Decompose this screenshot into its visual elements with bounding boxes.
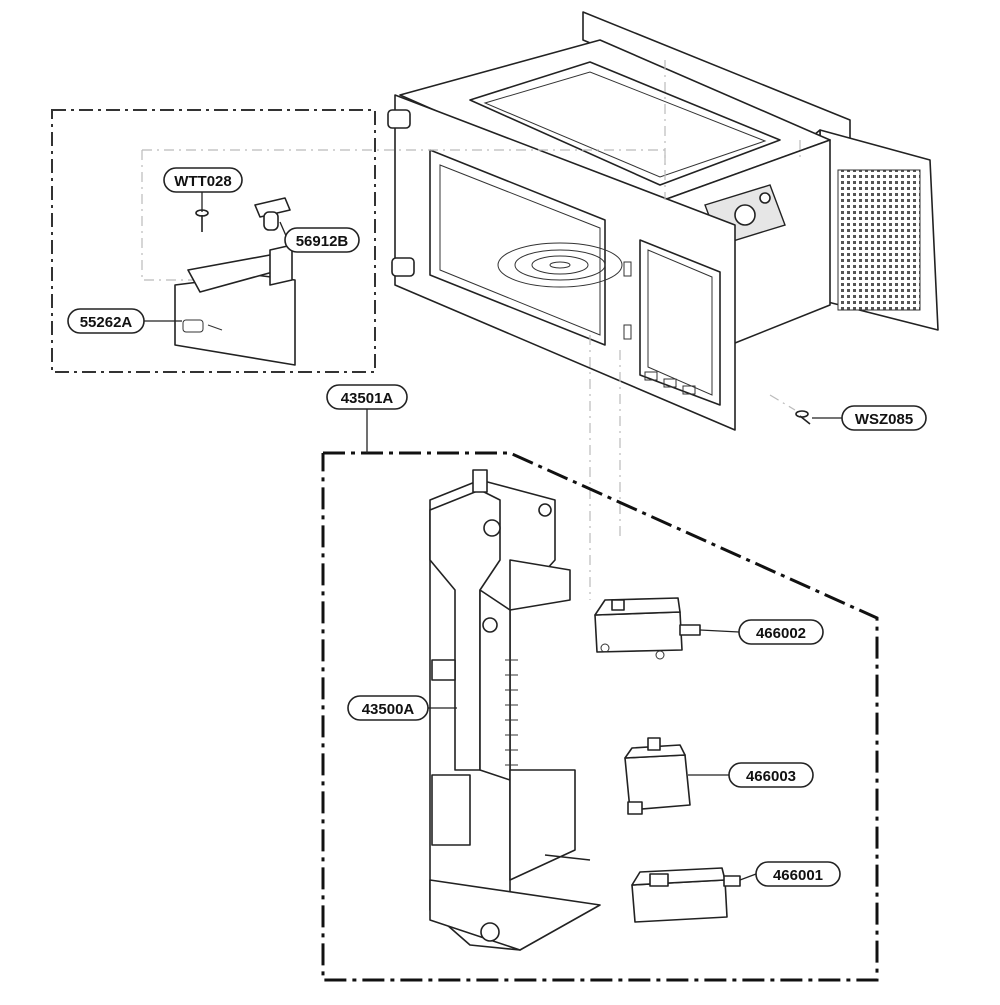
label-466001: 466001 xyxy=(773,867,823,884)
bracket-55262a xyxy=(174,244,296,366)
microwave-cavity-assembly xyxy=(387,11,939,431)
label-wtt028: WTT028 xyxy=(174,173,232,190)
callout-56912b: 56912B xyxy=(284,227,360,253)
label-466003: 466003 xyxy=(746,768,796,785)
part-56912b xyxy=(254,197,291,231)
label-466002: 466002 xyxy=(756,625,806,642)
switch-466003 xyxy=(624,737,691,815)
upper-left-assembly-box xyxy=(51,109,376,373)
callout-466003: 466003 xyxy=(728,762,814,788)
lower-assembly-box xyxy=(321,451,879,982)
label-55262a: 55262A xyxy=(80,314,133,331)
callout-466002: 466002 xyxy=(738,619,824,645)
callout-466001: 466001 xyxy=(755,861,841,887)
label-wsz085: WSZ085 xyxy=(855,411,913,428)
callout-43501a: 43501A xyxy=(326,384,408,410)
callout-wtt028: WTT028 xyxy=(163,167,243,193)
turntable xyxy=(497,242,623,288)
label-56912b: 56912B xyxy=(296,233,349,250)
switch-466001 xyxy=(631,867,741,923)
screw-wtt028 xyxy=(195,209,209,232)
screw-wsz085 xyxy=(795,410,811,425)
callout-wsz085: WSZ085 xyxy=(841,405,927,431)
callout-43500a: 43500A xyxy=(347,695,429,721)
label-43501a: 43501A xyxy=(341,390,394,407)
switch-466002 xyxy=(594,597,701,660)
label-43500a: 43500A xyxy=(362,701,415,718)
latch-frame-43500a xyxy=(429,469,601,951)
callout-55262a: 55262A xyxy=(67,308,145,334)
